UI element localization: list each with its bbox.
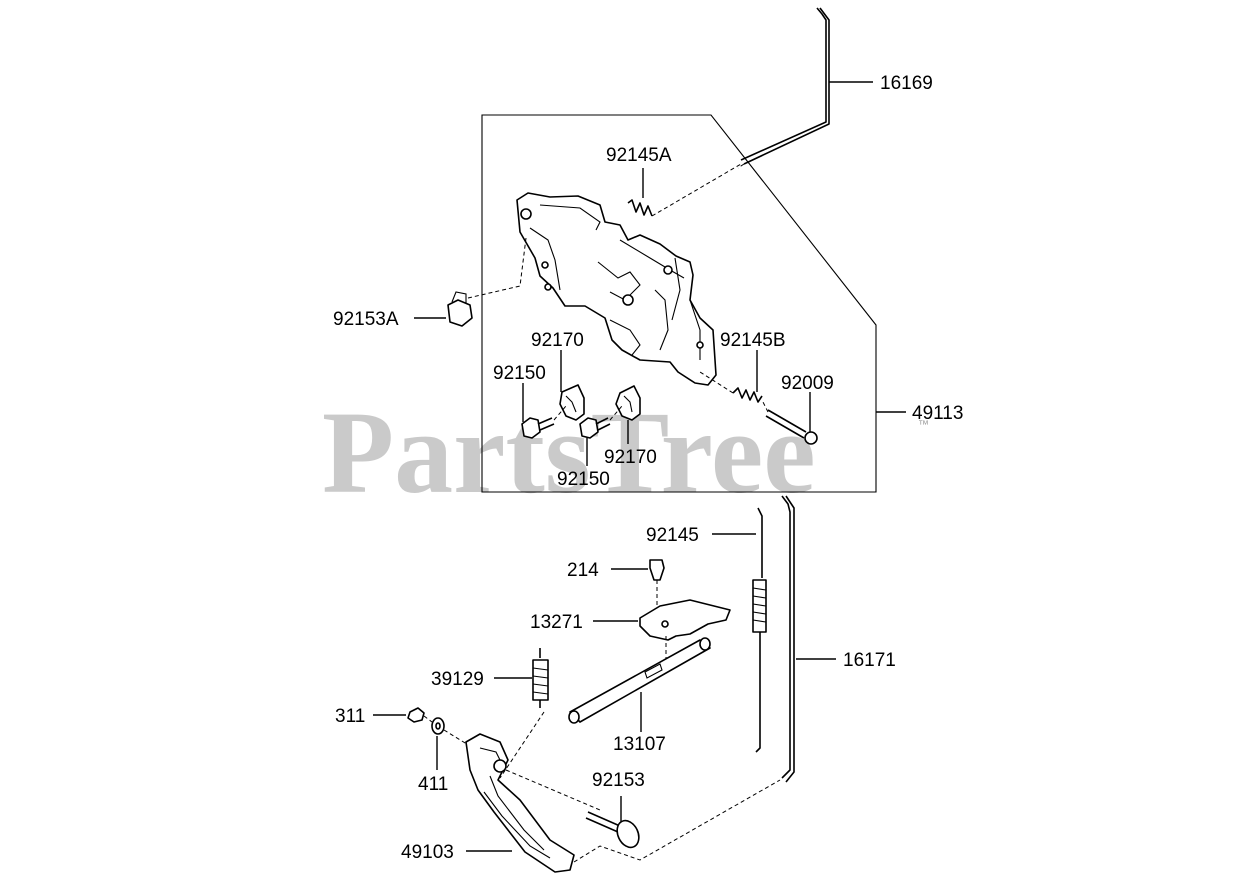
bolt-92153A (447, 237, 527, 327)
callout-92170-bottom[interactable]: 92170 (604, 447, 657, 468)
callout-16169[interactable]: 16169 (880, 73, 933, 94)
assembly-boundary-49113 (481, 114, 877, 493)
nut-311 (407, 707, 425, 723)
screw-92150-bottom (579, 405, 623, 439)
spring-92145A (627, 163, 742, 217)
callout-92150-left[interactable]: 92150 (493, 363, 546, 384)
callout-49103[interactable]: 49103 (401, 842, 454, 863)
callout-49113[interactable]: 49113 (912, 403, 963, 424)
spring-39129 (499, 648, 549, 779)
lever-49103 (465, 733, 781, 873)
part-callouts: 16169 92145A 92153A 92170 92145B 92150 9… (333, 73, 963, 863)
callout-16171[interactable]: 16171 (843, 650, 896, 671)
control-bracket-plate (516, 192, 717, 386)
callout-92145B[interactable]: 92145B (720, 330, 786, 351)
callout-92150-bottom[interactable]: 92150 (557, 469, 610, 490)
callout-311[interactable]: 311 (335, 706, 365, 727)
callout-92009[interactable]: 92009 (781, 373, 834, 394)
callout-13271[interactable]: 13271 (530, 612, 583, 633)
washer-411 (423, 715, 471, 747)
rod-16171 (781, 495, 795, 783)
leader-lines (373, 81, 906, 852)
spring-92145B (699, 371, 763, 403)
callout-92145[interactable]: 92145 (646, 525, 699, 546)
callout-39129[interactable]: 39129 (431, 669, 484, 690)
callout-411[interactable]: 411 (418, 774, 448, 795)
screw-92150-left (521, 405, 567, 439)
bracket-92170-left (559, 384, 585, 421)
rod-16169 (737, 7, 830, 169)
spring-92145 (752, 507, 767, 753)
callout-92145A[interactable]: 92145A (606, 145, 672, 166)
callout-13107[interactable]: 13107 (613, 734, 666, 755)
callout-214[interactable]: 214 (567, 560, 599, 581)
bolt-92153 (585, 811, 640, 849)
callout-92170-top[interactable]: 92170 (531, 330, 584, 351)
callout-92153[interactable]: 92153 (592, 770, 645, 791)
bolt-92009 (761, 399, 818, 445)
shaft-13107 (568, 637, 711, 724)
trademark-symbol: ™ (918, 419, 929, 431)
bolt-214 (649, 559, 665, 612)
callout-92153A[interactable]: 92153A (333, 309, 399, 330)
bracket-92170-right (615, 385, 641, 421)
plate-13271 (639, 599, 731, 664)
